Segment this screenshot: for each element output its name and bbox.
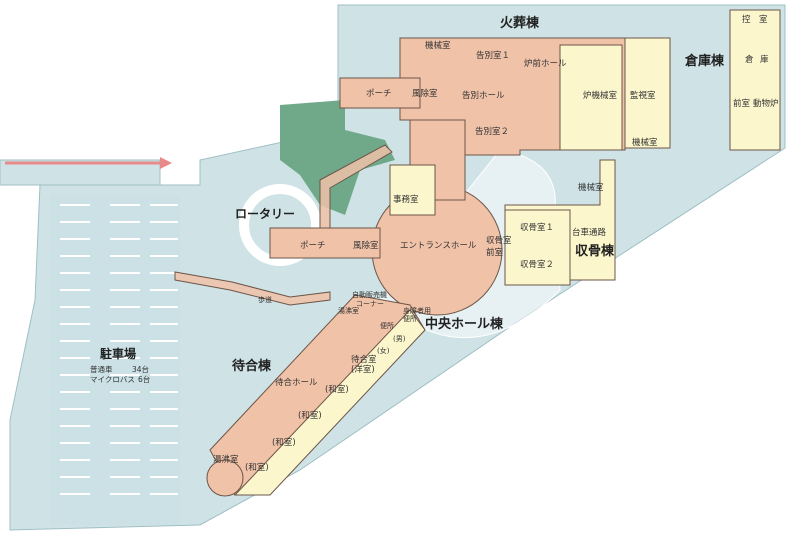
room-bone-front-b: 前室 [486, 247, 504, 258]
bone-building-label: 収骨棟 [575, 243, 615, 259]
room-cart-path: 台車通路 [572, 227, 607, 238]
parking-stalls [60, 204, 178, 495]
room-waiting-western-b: (洋室) [351, 364, 375, 375]
parking-lot [50, 195, 180, 525]
room-entrance-hall: エントランスホール [400, 241, 477, 251]
room-men: (男) [393, 335, 406, 343]
room-bone1: 収骨室１ [520, 222, 554, 233]
room-vending-b: コーナー [356, 300, 384, 308]
machine-room-right [624, 37, 671, 149]
room-warehouse-b: 庫 [760, 54, 769, 65]
room-farewell-hall: 告別ホール [462, 90, 505, 101]
waiting-end [206, 459, 244, 497]
parking-bus-label: マイクロバス [90, 375, 135, 384]
room-accessible-a: 身障者用 [403, 306, 431, 315]
furnace-machine-area [559, 44, 623, 151]
room-porch1: ポーチ [366, 89, 392, 99]
room-jp2: (和室) [298, 410, 322, 421]
room-farewell1: 告別室１ [476, 50, 510, 61]
room-windbreak1: 風除室 [412, 88, 438, 99]
green-area [280, 100, 395, 215]
room-porch2: ポーチ [300, 241, 326, 251]
room-machine3: 機械室 [578, 182, 604, 193]
parking-bus-count: 6台 [138, 374, 150, 384]
room-waiting-western-a: 待合室 [351, 354, 377, 365]
porch-east [269, 227, 381, 259]
room-jp4: (和室) [245, 462, 269, 473]
room-vending-a: 自動販売機 [352, 290, 387, 299]
walkway [174, 271, 331, 306]
room-toilet: 便所 [380, 321, 394, 330]
room-jp3: (和室) [272, 437, 296, 448]
room-kitchen2: 湯沸室 [213, 454, 239, 465]
room-bone-front-a: 収骨室 [486, 235, 512, 246]
room-accessible-b: 便所 [403, 314, 417, 323]
waiting-building-label: 待合棟 [231, 358, 272, 374]
parking-car-label: 普通車 [90, 364, 113, 374]
room-furnace-machine: 炉機械室 [583, 90, 618, 101]
rotary-island [239, 184, 321, 266]
room-farewell2: 告別室２ [475, 126, 509, 137]
room-monitor: 監視室 [630, 90, 656, 101]
room-kitchen1: 湯沸室 [338, 306, 359, 315]
storage-building-label: 倉庫棟 [684, 53, 725, 69]
parking-car-count: 34台 [132, 364, 149, 374]
waiting-rooms-strip [233, 309, 426, 496]
rotary-label: ロータリー [235, 207, 295, 221]
room-women: (女) [377, 346, 390, 355]
entry-arrow-head [160, 157, 172, 169]
cremation-building-label: 火葬棟 [500, 15, 540, 31]
room-animal-furnace: 動物炉 [753, 98, 779, 109]
room-furnace-hall: 炉前ホール [524, 58, 567, 69]
room-control: 控 室 [742, 14, 768, 25]
walkway-label: 歩道 [258, 295, 272, 304]
room-jp1: (和室) [325, 384, 349, 395]
storage-building [729, 9, 781, 151]
bone-room-block [504, 209, 571, 286]
office-block [389, 164, 436, 216]
porch-west [339, 77, 421, 109]
room-waiting-hall: 待合ホール [275, 377, 318, 388]
room-windbreak2: 風除室 [353, 240, 379, 251]
central-building-label: 中央ホール棟 [425, 316, 504, 332]
room-warehouse-a: 倉 [745, 54, 754, 65]
room-bone2: 収骨室２ [520, 259, 554, 270]
access-road [0, 159, 161, 186]
room-front-room: 前室 [733, 98, 751, 109]
parking-label: 駐車場 [100, 346, 136, 361]
room-machine1: 機械室 [425, 40, 451, 51]
room-office: 事務室 [393, 194, 419, 205]
room-machine2: 機械室 [632, 137, 658, 148]
